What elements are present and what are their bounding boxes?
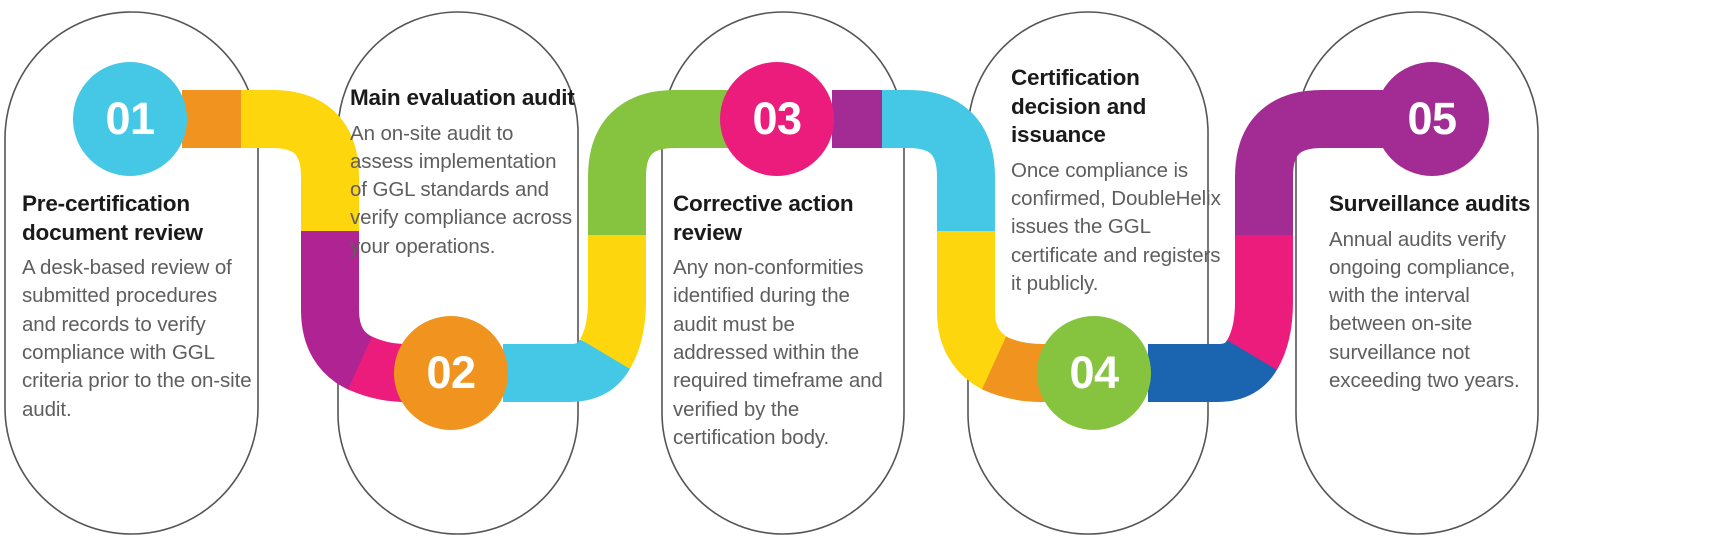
ribbon-seg-01c-magenta	[301, 231, 376, 391]
step-body-4: Once compliance is confirmed, DoubleHeli…	[1011, 158, 1221, 295]
step-circles	[73, 62, 1489, 430]
step-circle-5	[1375, 62, 1489, 176]
step-text-1: Pre-certification document review A desk…	[22, 190, 254, 424]
step-circle-3	[720, 62, 834, 176]
step-text-2: Main evaluation audit An on-site audit t…	[350, 84, 578, 261]
step-title-3: Corrective action review	[673, 191, 854, 245]
step-title-5: Surveillance audits	[1329, 191, 1531, 216]
capsule-outline-3	[661, 11, 905, 535]
step-body-2: An on-site audit to assess implementatio…	[350, 121, 573, 258]
step-body-3: Any non-conformities identified during t…	[673, 256, 883, 449]
ribbon-seg-03c-yellow	[937, 231, 1011, 390]
step-text-4: Certification decision and issuance Once…	[1011, 64, 1233, 298]
ribbon-seg-04c-magenta	[1235, 90, 1390, 235]
step-circle-2	[394, 316, 508, 430]
ribbon-seg-02a-cyan	[503, 337, 633, 402]
step-title-4: Certification decision and issuance	[1011, 65, 1147, 148]
capsule-outline-5	[1295, 11, 1539, 535]
ribbon-seg-04a-blue	[1148, 338, 1279, 402]
ribbon-seg-01b-yellow	[241, 90, 359, 233]
step-body-5: Annual audits verify ongoing compliance,…	[1329, 227, 1520, 392]
step-title-1: Pre-certification document review	[22, 191, 203, 245]
capsule-outline-1	[4, 11, 259, 535]
step-text-3: Corrective action review Any non-conform…	[673, 190, 895, 452]
ribbon-seg-02c-green	[588, 90, 760, 235]
step-circle-1	[73, 62, 187, 176]
ribbon-seg-03b-cyan	[882, 90, 995, 233]
step-text-5: Surveillance audits Annual audits verify…	[1329, 190, 1551, 395]
step-circle-4	[1037, 316, 1151, 430]
ribbon-seg-02b-yellow	[579, 233, 646, 369]
ribbon-seg-04b-pink	[1226, 233, 1293, 370]
step-title-2: Main evaluation audit	[350, 85, 575, 110]
step-body-1: A desk-based review of submitted procedu…	[22, 256, 252, 421]
